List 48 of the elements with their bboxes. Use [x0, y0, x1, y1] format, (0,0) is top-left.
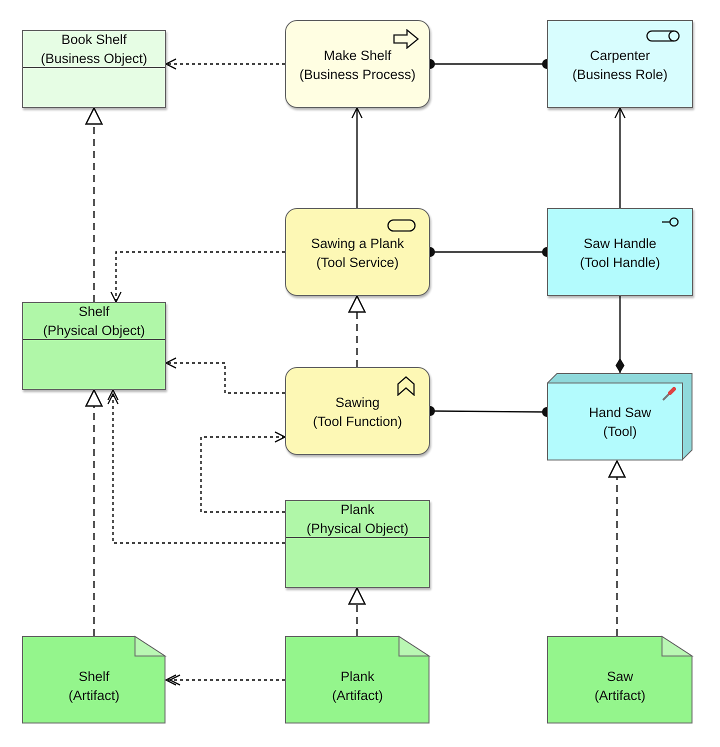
realization-arrow [85, 107, 103, 302]
node-type-label: (Artifact) [68, 687, 120, 705]
node-title: Saw [606, 668, 634, 686]
node-type-label: (Physical Object) [306, 520, 409, 538]
node-type-label: (Tool Service) [316, 254, 399, 272]
role-box [547, 208, 693, 296]
object-box [22, 30, 166, 108]
realization-arrow [348, 587, 366, 636]
node-type-label: (Business Process) [299, 66, 416, 84]
node-title: Book Shelf [61, 31, 127, 49]
realization-arrow [608, 460, 626, 636]
node-type-label: (Tool Handle) [580, 254, 660, 272]
node-title: Saw Handle [584, 235, 656, 253]
cube-box [547, 373, 693, 461]
rounded-box [285, 367, 430, 455]
node-title: Sawing a Plank [310, 235, 404, 253]
node-title: Shelf [78, 668, 110, 686]
node-title: Plank [340, 501, 374, 519]
connector-line [614, 107, 626, 208]
access-arrow [200, 431, 286, 513]
document-shape [285, 636, 430, 724]
node-title: Shelf [78, 303, 110, 321]
connector-line [351, 107, 363, 208]
node-title: Make Shelf [324, 47, 392, 65]
node-type-label: (Business Object) [40, 50, 148, 68]
node-type-label: (Artifact) [594, 687, 646, 705]
node-title: Hand Saw [588, 404, 652, 422]
document-shape [547, 636, 693, 724]
object-box [285, 500, 430, 588]
node-type-label: (Artifact) [332, 687, 383, 705]
access-arrow [165, 58, 285, 70]
node-type-label: (Tool Function) [312, 413, 402, 431]
realization-arrow [348, 295, 366, 367]
access-arrow [110, 251, 285, 303]
node-title: Carpenter [590, 47, 650, 65]
rounded-box [285, 208, 430, 296]
node-title: Sawing [335, 394, 380, 412]
document-shape [22, 636, 166, 724]
node-type-label: (Business Role) [572, 66, 668, 84]
rounded-box [285, 20, 430, 108]
connector-line [616, 296, 624, 373]
realization-arrow [85, 389, 103, 636]
role-box [547, 20, 693, 108]
access-arrow [165, 357, 285, 394]
object-box [22, 302, 166, 390]
node-type-label: (Tool) [603, 422, 637, 440]
node-title: Plank [340, 668, 374, 686]
node-type-label: (Physical Object) [42, 322, 146, 340]
